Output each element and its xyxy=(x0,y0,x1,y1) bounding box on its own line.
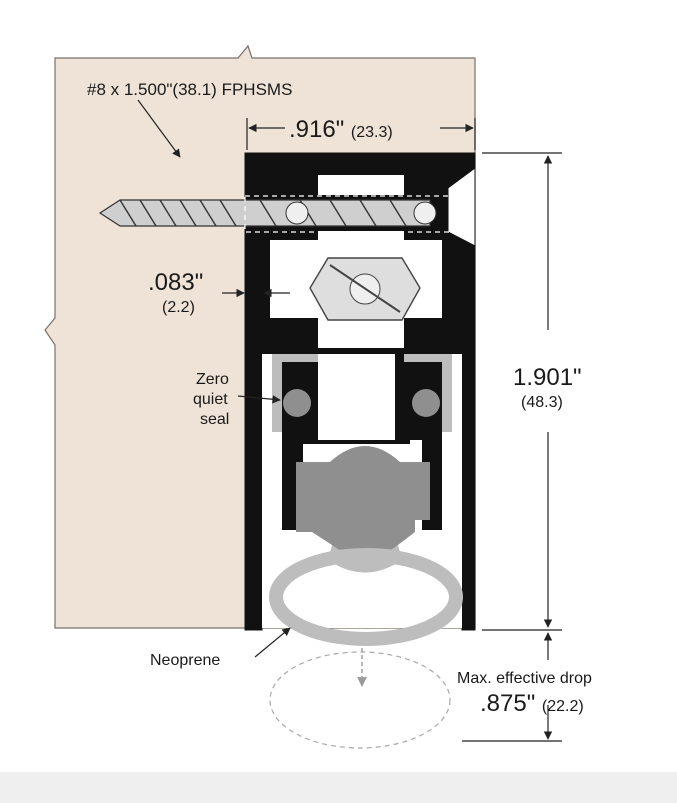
height-label-inches: 1.901" xyxy=(513,364,582,391)
right-seal-clip xyxy=(404,354,452,432)
drop-label-inches: .875" xyxy=(480,690,535,717)
footer-strip xyxy=(0,772,677,803)
countersink xyxy=(447,167,476,247)
width-label: .916" (23.3) xyxy=(289,116,393,143)
wall-label-inches: .083" xyxy=(148,269,203,296)
seal-label-line2: quiet xyxy=(193,391,228,408)
neoprene-loop xyxy=(269,548,463,646)
screw-label: #8 x 1.500"(38.1) FPHSMS xyxy=(87,80,292,99)
neoprene-seal-head xyxy=(296,446,430,563)
door-bottom-diagram: #8 x 1.500"(38.1) FPHSMS .916" (23.3) .0… xyxy=(44,44,592,749)
wall-label-mm: (2.2) xyxy=(162,299,195,316)
height-label-mm: (48.3) xyxy=(521,394,563,411)
seal-leader xyxy=(237,395,281,404)
neoprene-label: Neoprene xyxy=(150,652,220,669)
door-mounting-hole xyxy=(244,195,456,233)
screw-leader xyxy=(137,99,181,158)
neoprene-loop-neck xyxy=(328,545,402,573)
adjustment-nut xyxy=(309,257,421,321)
drop-label-mm: (22.2) xyxy=(542,698,584,715)
screw xyxy=(98,199,437,227)
neoprene-leader xyxy=(254,627,291,658)
drop-ghost-outline xyxy=(269,651,451,749)
seal-label-line1: Zero xyxy=(196,371,229,388)
drop-title: Max. effective drop xyxy=(457,670,592,687)
right-seal-bead xyxy=(412,389,440,417)
left-seal-bead xyxy=(283,389,311,417)
width-label-inches: .916" xyxy=(289,116,344,143)
left-seal-clip xyxy=(272,354,318,432)
seal-label-line3: seal xyxy=(200,411,229,428)
lower-channel-gap xyxy=(318,354,395,440)
drop-label: .875" (22.2) xyxy=(480,690,584,717)
width-label-mm: (23.3) xyxy=(351,124,393,141)
